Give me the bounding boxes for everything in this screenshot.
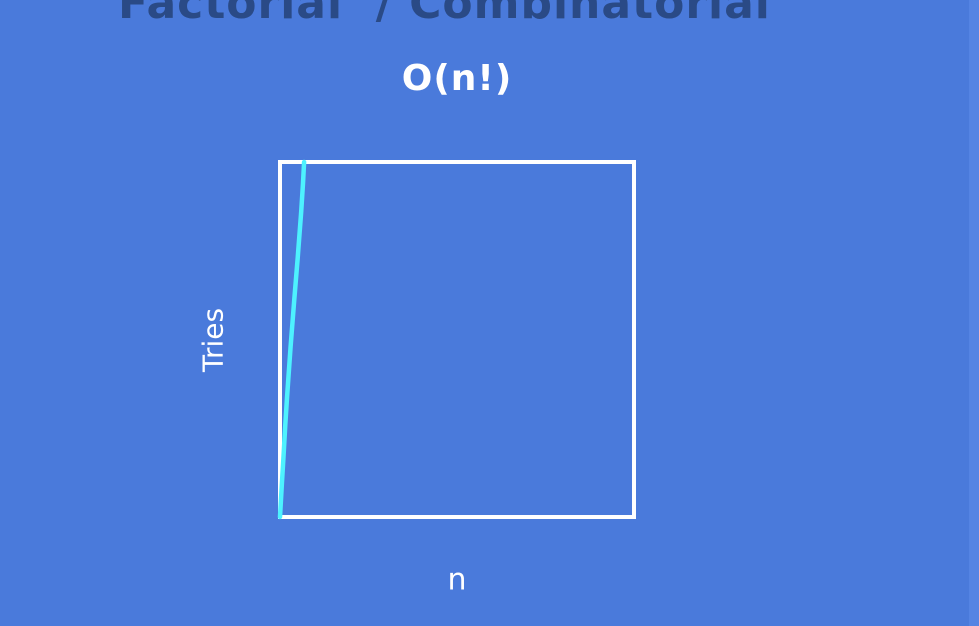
factorial-growth-line [277,159,307,520]
plot-frame [278,160,636,519]
x-axis-label: n [447,562,467,598]
right-edge-strip [969,0,979,626]
slide-heading: Factorial / Combinatorial [118,0,771,29]
series-layer [277,159,307,520]
chart-title: O(n!) [401,58,513,99]
y-axis-label: Tries [196,307,230,373]
